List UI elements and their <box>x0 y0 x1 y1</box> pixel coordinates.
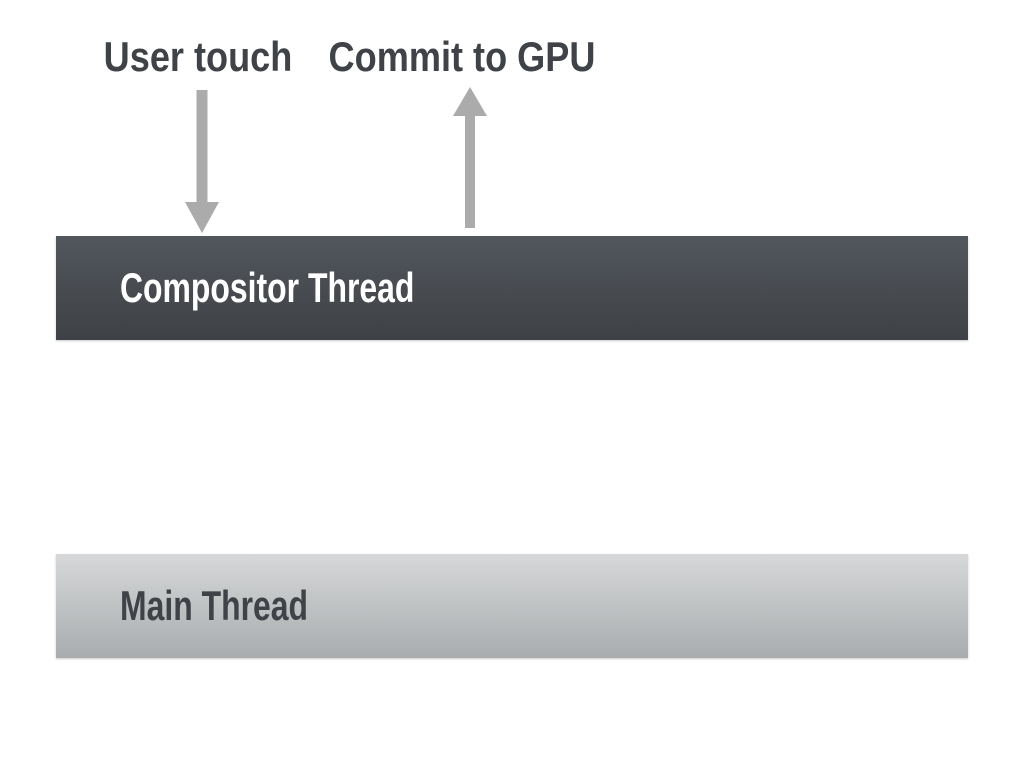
arrow-down-icon <box>185 90 219 233</box>
arrow-up-icon <box>453 87 487 228</box>
compositor-thread-label: Compositor Thread <box>120 264 415 311</box>
compositor-thread-bar: Compositor Thread <box>56 236 968 340</box>
user-touch-label: User touch <box>103 33 293 80</box>
main-thread-bar: Main Thread <box>56 554 968 658</box>
main-thread-label: Main Thread <box>120 582 309 629</box>
commit-to-gpu-label: Commit to GPU <box>328 33 596 80</box>
